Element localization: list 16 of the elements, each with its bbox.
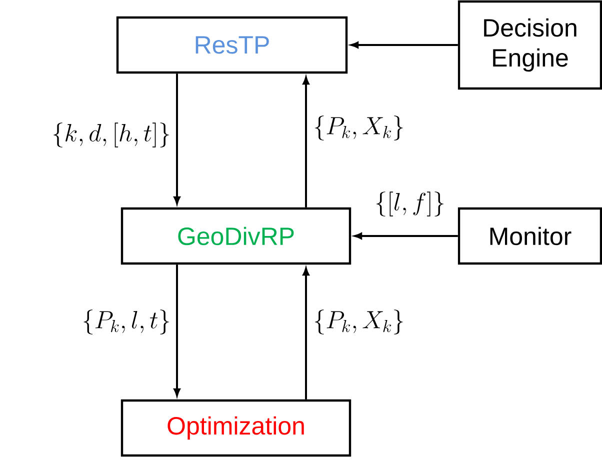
arrow [174,264,180,396]
process-box: Decision Engine [458,0,602,90]
arrow [350,42,458,48]
arrow [302,76,310,208]
edge-label: $\{[l, f]\}$ [374,190,446,218]
process-box: Monitor [458,207,602,265]
arrow [354,232,458,240]
process-box: GeoDivRP [120,207,352,265]
edge-label: $\{P_k,X_k\}$ [312,308,406,336]
edge-label: $\{k,d,[h,t]\}$ [50,122,172,148]
edge-label: $\{P_k,l,t\}$ [80,308,172,336]
arrow [302,268,310,400]
edge-label: $\{P_k,X_k\}$ [312,114,406,142]
arrow [174,74,180,204]
process-box: Optimization [120,399,352,457]
process-box: ResTP [116,16,348,74]
